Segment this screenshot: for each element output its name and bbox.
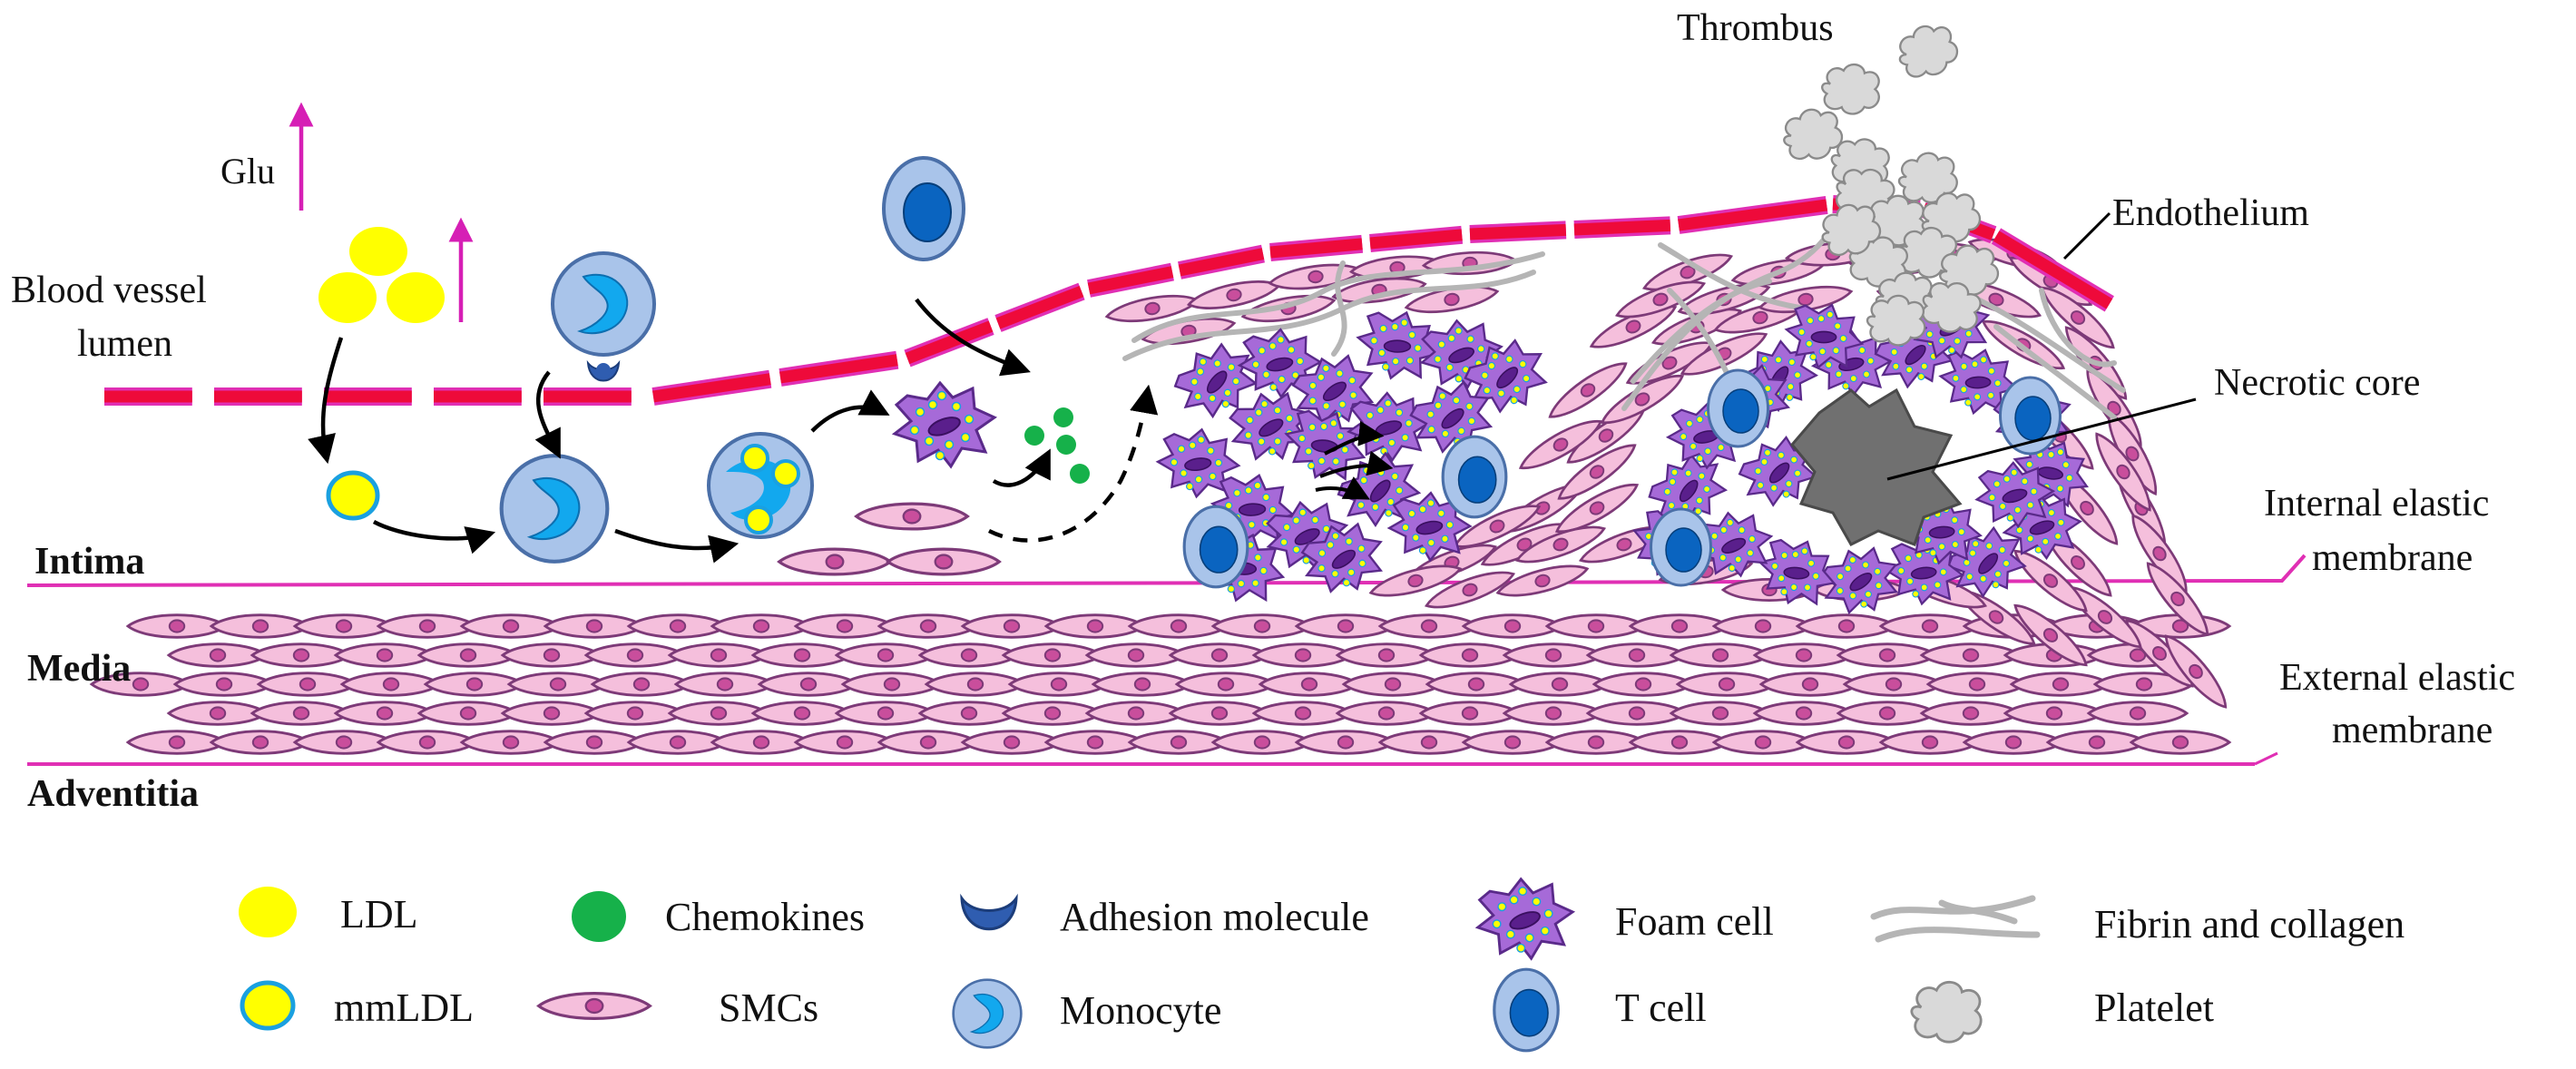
intimal-monocyte xyxy=(502,456,608,562)
intimal-smc xyxy=(778,547,892,576)
endothelial-cell xyxy=(1178,248,1265,277)
endothelium-label: Endothelium xyxy=(2112,192,2309,234)
external-elastic-membrane-pointer xyxy=(2254,751,2278,766)
media-smc-layer xyxy=(90,613,2231,755)
t-cell xyxy=(1650,507,1712,587)
macrophage-engulfing-mmldl xyxy=(707,432,814,539)
intima-label: Intima xyxy=(34,541,144,583)
media-smc xyxy=(2087,701,2189,726)
legend-platelet: Platelet xyxy=(2094,986,2214,1030)
endothelial-cell xyxy=(1573,219,1671,236)
endothelial-cell xyxy=(779,354,898,384)
t-cell-icon xyxy=(1493,967,1560,1053)
endothelial-cell xyxy=(1087,266,1174,295)
legend-monocyte: Monocyte xyxy=(1060,988,1221,1033)
t-cell xyxy=(1441,435,1508,519)
circulating-monocyte xyxy=(884,158,964,260)
endothelial-cell xyxy=(1993,230,2113,309)
endothelial-cell xyxy=(1369,229,1463,250)
t-cell xyxy=(1707,368,1769,448)
chemokines xyxy=(1024,407,1090,484)
smc-icon xyxy=(536,991,652,1021)
legend: LDL mmLDL Chemokines SMCs Adhesion molec… xyxy=(239,878,2405,1053)
legend-ldl: LDL xyxy=(340,892,418,937)
internal-elastic-membrane-pointer xyxy=(2255,554,2307,583)
endothelium-pointer xyxy=(2062,211,2111,260)
intimal-smc xyxy=(855,502,969,531)
lumen-label-line1: Blood vessel xyxy=(11,270,207,311)
eem-label-line1: External elastic xyxy=(2279,657,2515,699)
iem-label-line2: membrane xyxy=(2312,537,2473,579)
chemokine-icon xyxy=(572,891,626,942)
necrotic-core xyxy=(1790,387,1963,546)
legend-fibrin: Fibrin and collagen xyxy=(2094,902,2405,946)
legend-chemokines: Chemokines xyxy=(665,895,865,939)
endothelial-cell xyxy=(652,373,771,403)
process-arrows xyxy=(308,298,1159,564)
endothelium xyxy=(104,195,2114,406)
intimal-smc xyxy=(886,547,1001,576)
necrotic-core-label: Necrotic core xyxy=(2214,362,2420,404)
platelet xyxy=(1890,16,1964,85)
iem-label-line1: Internal elastic xyxy=(2264,483,2489,525)
foam-cell-icon xyxy=(1476,878,1574,960)
necrotic-core-pointer xyxy=(1886,397,2197,481)
endothelial-cell xyxy=(905,320,994,365)
legend-mmldl: mmLDL xyxy=(334,986,474,1030)
endothelial-cell xyxy=(1678,199,1828,231)
ldl-particles xyxy=(318,227,445,323)
platelet xyxy=(1866,294,1926,348)
monocyte-icon xyxy=(952,978,1023,1049)
media-smc xyxy=(2130,730,2231,755)
endothelial-cell xyxy=(1269,238,1363,259)
foam-cell xyxy=(893,381,996,468)
adhesion-molecule-icon xyxy=(960,893,1018,931)
endothelial-cell xyxy=(995,286,1084,329)
mmldl-icon xyxy=(240,980,296,1031)
fibrin-collagen-icon xyxy=(1870,895,2041,943)
t-cell xyxy=(1182,505,1249,589)
ldl-icon xyxy=(239,887,297,937)
adhering-monocyte xyxy=(553,253,654,355)
glu-label: Glu xyxy=(220,151,275,191)
adventitia-label: Adventitia xyxy=(27,773,199,815)
legend-adhesion: Adhesion molecule xyxy=(1060,895,1369,939)
media-label: Media xyxy=(27,648,131,690)
legend-tcell: T cell xyxy=(1615,986,1707,1030)
legend-foam: Foam cell xyxy=(1615,899,1774,944)
mmldl-particle xyxy=(326,470,380,521)
eem-label-line2: membrane xyxy=(2332,710,2493,751)
platelet xyxy=(1819,62,1882,117)
legend-smcs: SMCs xyxy=(719,986,818,1030)
platelet-icon xyxy=(1910,980,1983,1044)
thrombus-label: Thrombus xyxy=(1677,7,1834,49)
cluster-arrows xyxy=(1315,420,1394,500)
endothelial-cell xyxy=(1469,223,1567,240)
lumen-label-line2: lumen xyxy=(77,323,172,365)
